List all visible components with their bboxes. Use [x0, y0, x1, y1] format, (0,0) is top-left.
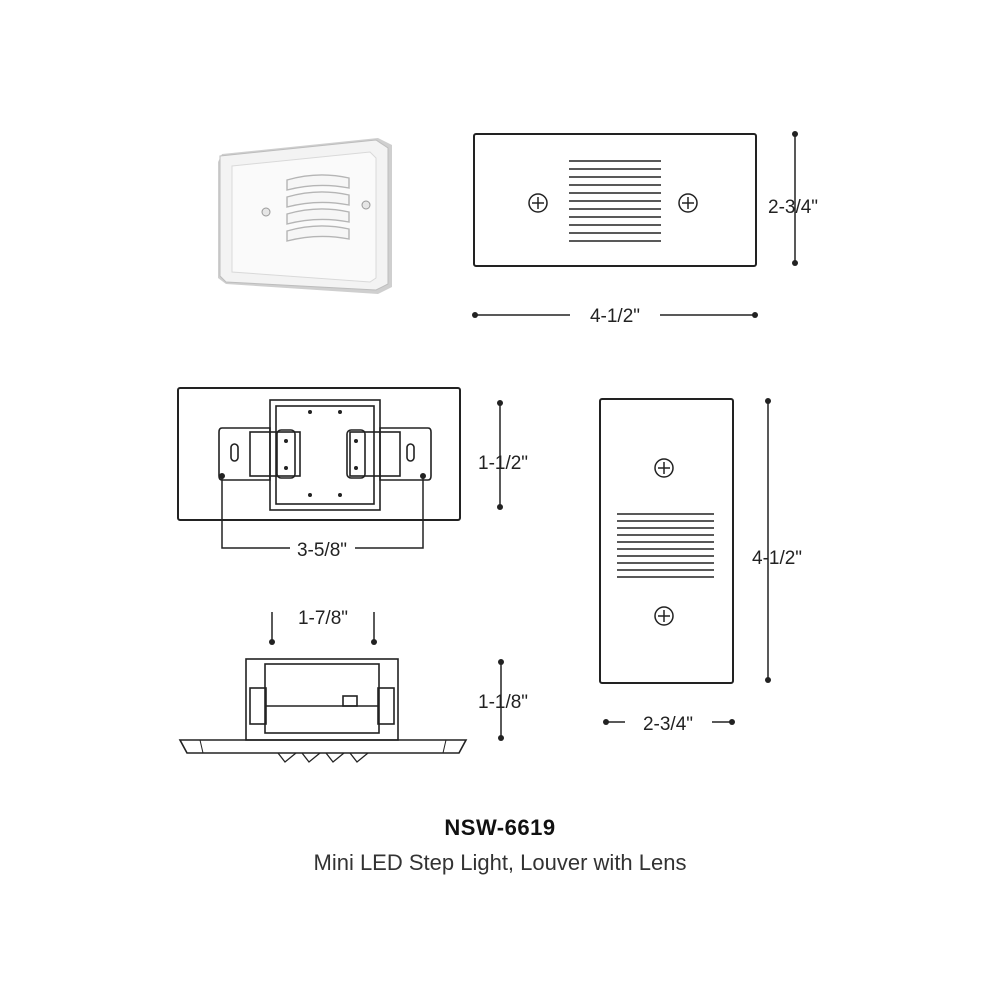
screw-icon — [361, 200, 371, 210]
dimension-dot-icon — [729, 719, 735, 725]
dimension-dot-icon — [792, 260, 798, 266]
vertical-width-label: 2-3/4" — [643, 714, 693, 735]
dimension-dot-icon — [371, 639, 377, 645]
front-width-label: 4-1/2" — [590, 306, 640, 327]
dimension-dot-icon — [792, 131, 798, 137]
rear-view — [177, 387, 461, 521]
dimension-dot-icon — [472, 312, 478, 318]
dimension-front-height — [792, 131, 798, 266]
front-height-label: 2-3/4" — [768, 197, 818, 218]
side-view — [178, 658, 468, 763]
vertical-height-label: 4-1/2" — [752, 548, 802, 569]
rear-mount-width-label: 3-5/8" — [297, 540, 347, 561]
screw-icon — [678, 193, 698, 213]
dimension-side-width — [269, 612, 377, 645]
dimension-dot-icon — [497, 400, 503, 406]
screw-icon — [261, 207, 271, 217]
dimension-dot-icon — [765, 677, 771, 683]
dimension-front-width — [472, 312, 758, 318]
louver-slot-icon — [569, 160, 661, 242]
dimension-dot-icon — [765, 398, 771, 404]
screw-icon — [654, 606, 674, 626]
dimension-side-depth — [498, 659, 504, 741]
dimension-dot-icon — [420, 473, 426, 479]
dimension-dot-icon — [603, 719, 609, 725]
rear-height-label: 1-1/2" — [478, 453, 528, 474]
dimension-dot-icon — [498, 735, 504, 741]
louver-slot-icon — [617, 513, 714, 578]
dimension-rear-mount-width — [219, 473, 426, 549]
product-description: Mini LED Step Light, Louver with Lens — [313, 850, 687, 875]
dimension-dot-icon — [752, 312, 758, 318]
louver-slot-icon — [286, 174, 350, 242]
dimension-vertical-height — [765, 398, 771, 683]
screw-icon — [528, 193, 548, 213]
dimension-dot-icon — [497, 504, 503, 510]
front-view-horizontal — [473, 133, 757, 267]
side-width-label: 1-7/8" — [298, 608, 348, 629]
dimension-vertical-width — [603, 719, 735, 725]
dimension-dot-icon — [219, 473, 225, 479]
product-model: NSW-6619 — [444, 815, 556, 840]
dimension-dot-icon — [269, 639, 275, 645]
dimension-dot-icon — [498, 659, 504, 665]
front-view-vertical — [599, 398, 734, 684]
screw-icon — [654, 458, 674, 478]
product-photo — [218, 138, 392, 294]
side-depth-label: 1-1/8" — [478, 692, 528, 713]
dimension-rear-height — [497, 400, 503, 510]
